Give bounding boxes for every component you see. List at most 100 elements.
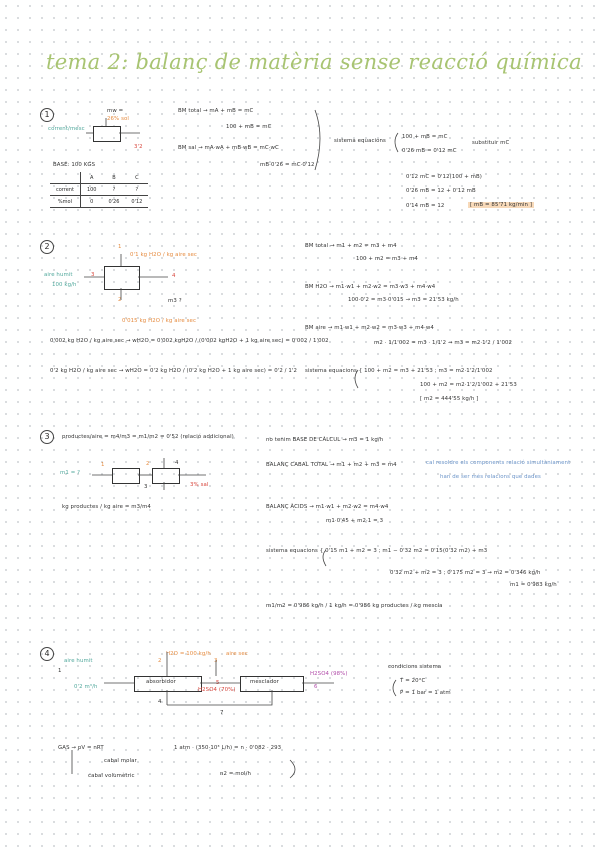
ex2-bottom-label: 0'015 kg H2O / kg aire sec <box>122 318 197 324</box>
ex3-ratio2: kg productes / kg aire = m3/m4 <box>62 504 151 510</box>
ex3-right-2: BALANÇ CABAL TOTAL → m1 + m2 + m3 = m4 <box>266 462 397 468</box>
ex2-tag-4: 4 <box>172 273 176 279</box>
ex3-right-5: sistema equacions { 0'15 m1 + m2 = 3 ; m… <box>266 548 488 554</box>
ex1-stream-in-label: corrent/mesc <box>48 126 85 132</box>
ex2-in-flow: 100 kg/h <box>52 282 77 288</box>
ex2-right-8: 100 + m2 = m2·1'2/1'002 + 21'53 <box>420 382 517 388</box>
table-cell: 0'12 <box>125 195 149 208</box>
exercise-number-2: 2 <box>40 240 54 254</box>
ex3-tag-2: 2 <box>146 461 150 467</box>
ex2-right-7: sistema equacions { 100 + m2 = m3 + 21'5… <box>305 368 493 374</box>
exercise-number-3: 3 <box>40 430 54 444</box>
ex4-calc-1: 1 atm · (350·10³ L/h) = n · 0'082 · 293 <box>174 745 282 751</box>
ex2-tag-3: 3 <box>91 272 95 278</box>
ex4-arrow-label-1: cabal molar <box>104 758 137 764</box>
table-cell: 100 <box>80 183 103 196</box>
table-header: B <box>102 172 126 184</box>
ex2-right-2: 100 + m2 = m3 + m4 <box>356 256 418 262</box>
table-header: A <box>80 172 103 184</box>
table-cell: ? <box>125 183 149 196</box>
absorbidor-box <box>134 676 202 692</box>
ex1-system-1: 100 + mB = mC <box>402 134 448 140</box>
table-cell: ? <box>102 183 126 196</box>
ex4-out1: H2O = 100 kg/h <box>166 651 211 657</box>
ex4-condition-1: T = 20°C <box>400 678 426 684</box>
table-cell: %mol <box>50 195 81 208</box>
ex4-arrow-label-2: cabal volumètric <box>88 773 135 779</box>
ex2-right-3: BM H2O → m1·w1 + m2·w2 = m3·w3 + m4·w4 <box>305 284 436 290</box>
page-title: tema 2: balanç de matèria sense reacció … <box>46 50 582 74</box>
ex4-tag-4: 4 <box>158 699 162 705</box>
ex3-right-7: m1 = 0'983 kg/h <box>510 582 557 588</box>
ex2-water-in: aire humit <box>44 272 73 278</box>
ex3-note-1: cal resoldre els components relació simu… <box>426 460 571 466</box>
ex2-right-1: BM total → m1 + m2 = m3 + m4 <box>305 243 397 249</box>
ex2-right-5: BM aire → m1·w1 + m2·w2 = m3·w3 + m4·w4 <box>305 325 434 331</box>
ex4-calc-2: n2 = mol/h <box>220 771 252 777</box>
ex3-right-8: m1/m2 = 0'986 kg/h / 1 kg/h = 0'986 kg p… <box>266 603 443 609</box>
ex4-tag-1: 1 <box>58 668 62 674</box>
ex3-right-1: no tenim BASE DE CÀLCUL → m3 = 1 kg/h <box>266 437 384 443</box>
ex1-sol-2: 0'26 mB = 12 + 0'12 mB <box>406 188 476 194</box>
ex2-right-9: [ m2 = 444'55 kg/h ] <box>420 396 479 402</box>
ex1-eq-4: mB·0'26 = mC·0'12 <box>260 162 315 168</box>
ex2-right-4: 100·0'2 = m3·0'015 → m3 = 21'53 kg/h <box>348 297 459 303</box>
ex2-side-label: m3 ? <box>168 298 182 304</box>
ex1-sol-1: 0'12 mC = 0'12(100 + mB) <box>406 174 483 180</box>
ex1-eq-3: BM sal → mA·wA + mB·wB = mC·wC <box>178 145 279 151</box>
table-header <box>50 172 81 184</box>
ex4-condition-2: P = 1 bar = 1 atm <box>400 690 451 696</box>
ex1-eq-1: BM total → mA + mB = mC <box>178 108 254 114</box>
ex3-right-6: 0'32 m2 + m2 = 3 ; 0'175 m2 = 3 → m2 = 0… <box>390 570 541 576</box>
ex3-ratio: productes/aire = m4/m3 = m1/m2 = 0'52 (r… <box>62 434 234 440</box>
table-cell: 0'26 <box>102 195 126 208</box>
ex2-left-2: 0'2 kg H2O / kg aire sec → wH2O = 0'2 kg… <box>50 368 298 374</box>
ex1-eq-2: 100 + mB = mC <box>226 124 272 130</box>
ex4-red: H2SO4 (70%) <box>198 687 236 693</box>
ex4-out2: aire sec <box>226 651 248 657</box>
ex1-answer: [ mB = 85'71 kg/min ] <box>468 202 535 208</box>
ex1-substitute: substituir mC <box>472 140 510 146</box>
ex3-note-2: han de ser més relacions que dades <box>440 474 541 480</box>
table-cell: 0 <box>80 195 103 208</box>
ex2-tag-1: 1 <box>118 244 122 250</box>
ex4-in2: 0'2 m³/h <box>74 684 98 690</box>
mesclador-label: mesclador <box>250 679 279 685</box>
ex3-process-box-1 <box>112 468 140 484</box>
table-header: C <box>125 172 149 184</box>
ex2-top-label: 0'1 kg H2O / kg aire sec <box>130 252 197 258</box>
ex4-tag-6: 6 <box>314 684 318 690</box>
ex1-water-val: 26% sol <box>107 116 129 122</box>
ex4-in1: aire humit <box>64 658 93 664</box>
ex4-conditions-title: condicions sistema <box>388 664 442 670</box>
ex4-tag-2: 2 <box>158 658 162 664</box>
ex3-tag-3: 3 <box>144 484 148 490</box>
ex2-left-1: 0'002 kg H2O / kg aire sec → wH2O = 0'00… <box>50 338 329 344</box>
ex3-right-4: m1·0'45 + m2·1 = 3 <box>326 518 384 524</box>
absorbidor-label: absorbidor <box>146 679 176 685</box>
ex2-right-6: m2 · 1/1'002 = m3 · 1/1'2 → m3 = m2·1'2 … <box>374 340 513 346</box>
ex3-process-box-2 <box>152 468 180 484</box>
ex4-gas-law: GAS → pV = nRT <box>58 745 104 751</box>
exercise-number-4: 4 <box>40 647 54 661</box>
exercise-number-1: 1 <box>40 108 54 122</box>
ex4-tag-7: 7 <box>220 710 224 716</box>
ex3-out-label: 3% sal <box>190 482 209 488</box>
ex3-tag-1: 1 <box>101 462 105 468</box>
ex1-system-2: 0'26 mB = 0'12 mC <box>402 148 457 154</box>
ex3-right-3: BALANÇ ÀCIDS → m1·w1 + m2·w2 = m4·w4 <box>266 504 389 510</box>
ex1-sol-3: 0'14 mB = 12 <box>406 203 445 209</box>
ex3-in-label: m1 = ? <box>60 470 81 476</box>
ex1-system-label: sistema equacions <box>334 138 386 144</box>
table-cell: corrent <box>50 183 81 196</box>
ex2-process-box <box>104 266 140 290</box>
ex2-tag-2: 2 <box>118 297 122 303</box>
ex1-data-table: A B C corrent 100 ? ? %mol 0 0'26 0'12 <box>50 172 149 208</box>
ex1-process-box <box>93 126 121 142</box>
ex1-water-label: mw = <box>107 108 124 114</box>
ex1-out-val: 3'2 <box>134 144 143 150</box>
ex4-purple: H2SO4 (98%) <box>310 671 348 677</box>
ex1-basis: BASE: 100 KGS <box>53 162 96 168</box>
ex3-tag-4: 4 <box>175 460 179 466</box>
